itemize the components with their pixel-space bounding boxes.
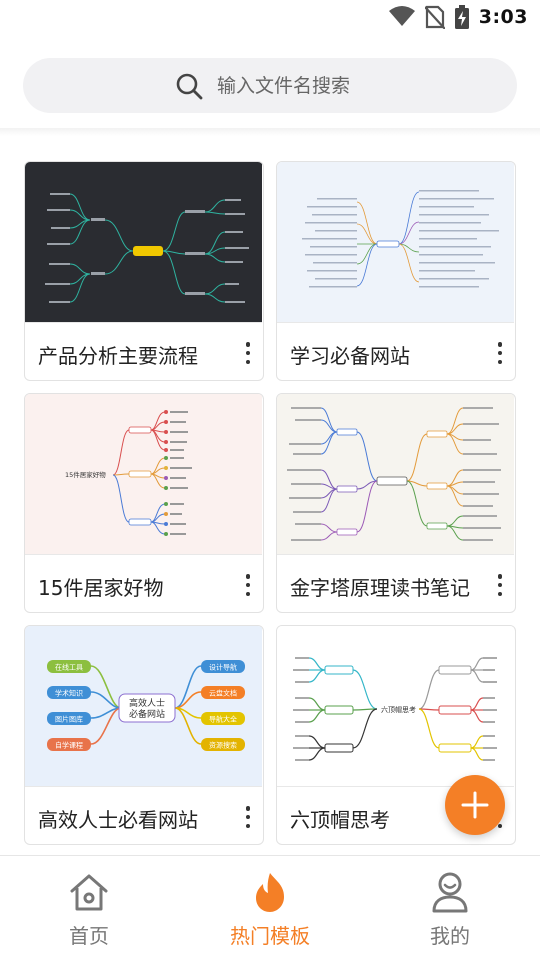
nav-label: 我的 — [430, 924, 470, 948]
template-title: 学习必备网站 — [290, 344, 410, 368]
add-button[interactable] — [445, 775, 505, 835]
nav-item-home[interactable]: 首页 — [29, 870, 149, 949]
search-icon — [176, 73, 203, 100]
status-icons: 3:03 — [388, 5, 528, 29]
more-options-icon[interactable] — [497, 574, 503, 596]
template-title: 高效人士必看网站 — [38, 808, 198, 832]
template-thumbnail — [277, 394, 514, 555]
thumb-left-label: 自学课程 — [55, 741, 83, 750]
thumb-left-label: 在线工具 — [55, 663, 83, 672]
bottom-nav: 首页 热门模板 我的 — [0, 855, 540, 960]
template-card[interactable]: 金字塔原理读书笔记 — [276, 393, 516, 613]
status-bar: 3:03 — [0, 0, 540, 36]
battery-charging-icon — [454, 5, 469, 29]
plus-icon — [461, 791, 489, 819]
nav-item-templates[interactable]: 热门模板 — [210, 870, 330, 949]
thumb-left-label: 学术知识 — [55, 689, 83, 698]
fire-icon — [256, 873, 284, 912]
template-thumbnail: 15件居家好物 — [25, 394, 262, 555]
template-title: 六顶帽思考 — [290, 808, 390, 832]
template-card[interactable]: 产品分析主要流程 — [24, 161, 264, 381]
nav-label: 首页 — [69, 924, 109, 948]
more-options-icon[interactable] — [245, 806, 251, 828]
more-options-icon[interactable] — [245, 574, 251, 596]
thumb-right-label: 设计导航 — [209, 663, 237, 672]
thumb-left-label: 图片图库 — [55, 715, 83, 724]
template-card[interactable]: 高效人士 必备网站 在线工具 学术知识 图片图库 自学课程 设计导航 云盘文档 … — [24, 625, 264, 845]
home-icon — [70, 874, 108, 911]
template-thumbnail — [25, 162, 262, 323]
template-card[interactable]: 15件居家好物 — [24, 393, 264, 613]
nav-label: 热门模板 — [230, 924, 310, 948]
user-icon — [432, 872, 468, 913]
thumb-right-label: 资源搜索 — [209, 741, 237, 750]
template-card[interactable]: 六顶帽思考 — [276, 625, 516, 845]
more-options-icon[interactable] — [245, 342, 251, 364]
template-card[interactable]: 学习必备网站 — [276, 161, 516, 381]
template-thumbnail — [277, 162, 514, 323]
template-thumbnail: 高效人士 必备网站 在线工具 学术知识 图片图库 自学课程 设计导航 云盘文档 … — [25, 626, 262, 787]
thumb-center-line1: 高效人士 — [129, 697, 165, 709]
template-title: 产品分析主要流程 — [38, 344, 198, 368]
thumb-root-text: 15件居家好物 — [65, 470, 106, 479]
header-divider — [0, 128, 540, 136]
thumb-center-line2: 必备网站 — [129, 708, 165, 720]
template-thumbnail: 六顶帽思考 — [277, 626, 514, 787]
template-title: 金字塔原理读书笔记 — [290, 576, 470, 600]
search-bar[interactable] — [23, 58, 517, 113]
thumb-root-text: 六顶帽思考 — [381, 705, 416, 714]
thumb-right-label: 云盘文档 — [209, 689, 237, 698]
template-title: 15件居家好物 — [38, 576, 164, 600]
search-input[interactable] — [217, 74, 497, 97]
more-options-icon[interactable] — [497, 342, 503, 364]
wifi-icon — [388, 6, 415, 26]
status-time: 3:03 — [478, 6, 528, 28]
nav-item-profile[interactable]: 我的 — [390, 870, 510, 949]
no-sim-icon — [424, 5, 445, 29]
thumb-right-label: 导航大全 — [209, 715, 237, 724]
